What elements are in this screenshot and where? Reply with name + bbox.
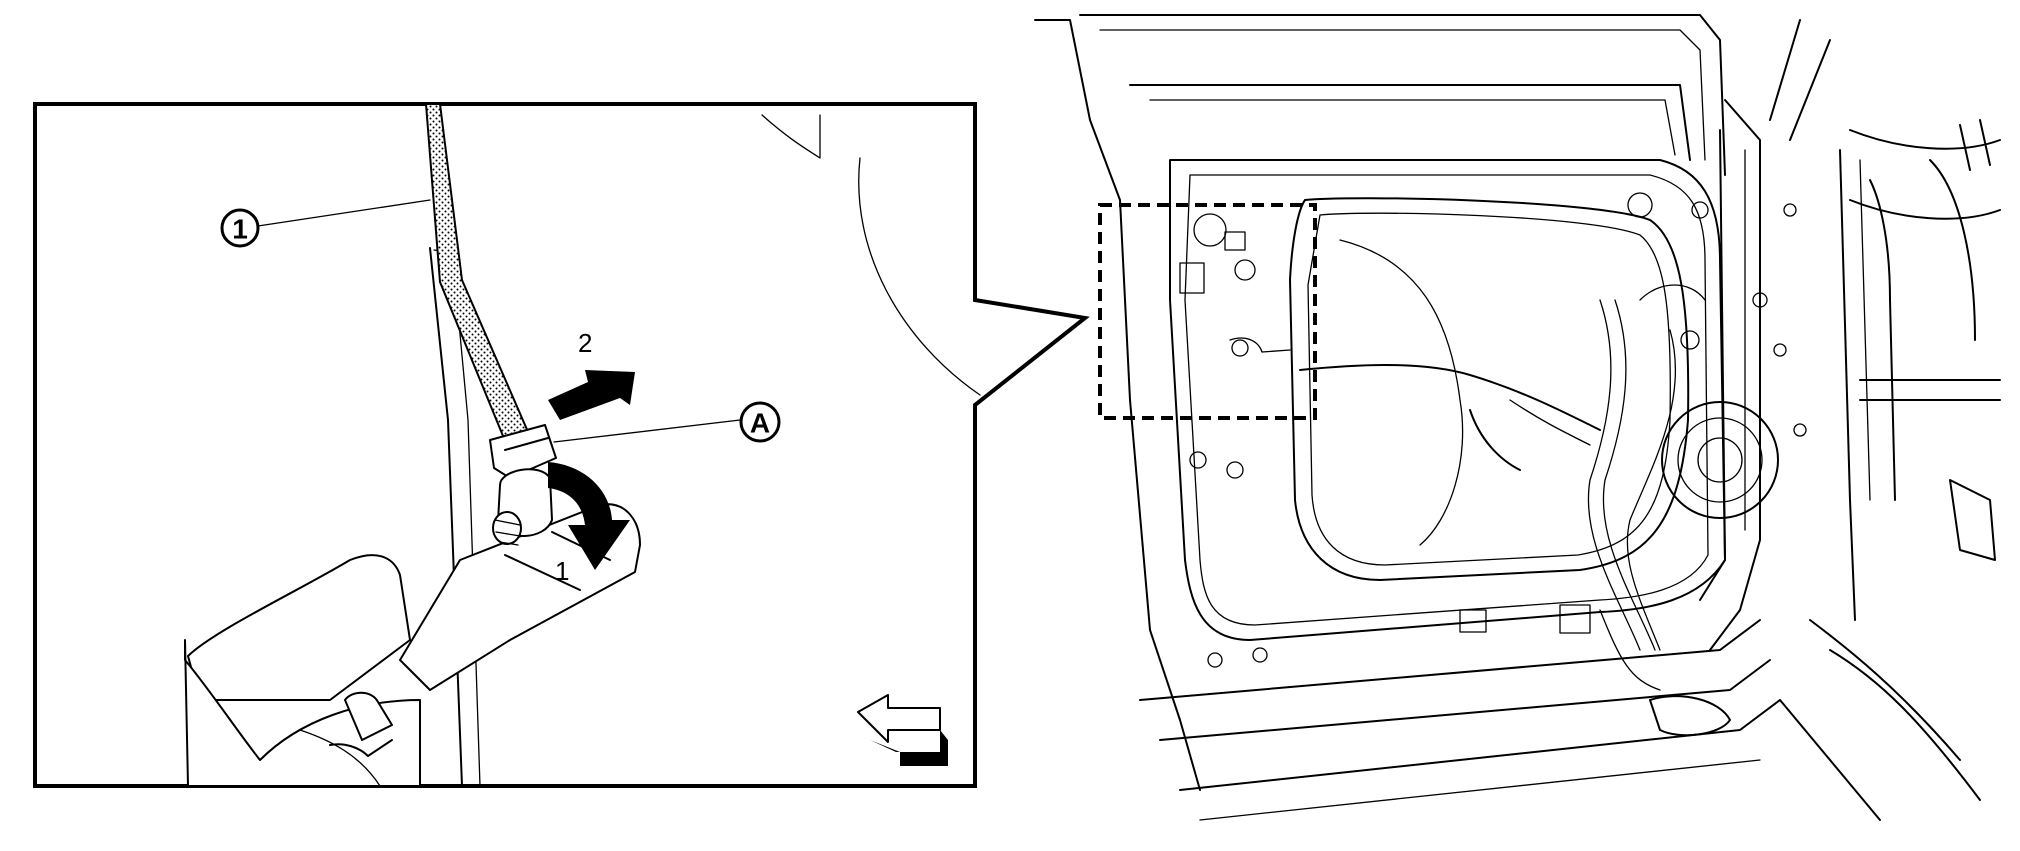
callout-part-1: 1: [220, 208, 260, 248]
svg-text:A: A: [750, 408, 770, 439]
detail-area-box: [1098, 203, 1317, 420]
detail-view: 1 A 2 1: [33, 102, 1090, 788]
harness-cable: [424, 103, 537, 460]
clip-a: [489, 424, 557, 546]
svg-text:1: 1: [232, 214, 248, 245]
rotate-arrow-icon: [548, 462, 630, 570]
step-2-label: 2: [578, 328, 592, 358]
speaker: [1661, 401, 1779, 519]
step-1-label: 1: [555, 556, 569, 586]
move-arrow-icon: [548, 370, 635, 420]
front-direction-arrow-icon: [857, 694, 948, 766]
callout-point-a: A: [739, 401, 781, 443]
door-overview: [1034, 14, 2001, 821]
